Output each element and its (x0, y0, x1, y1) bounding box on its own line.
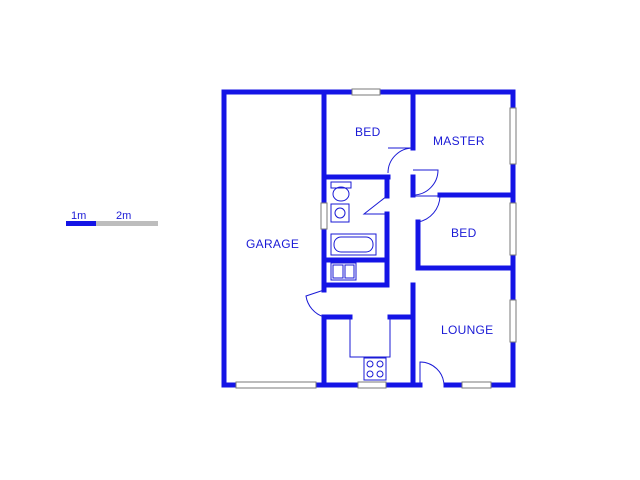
door-bed-right (413, 195, 441, 223)
bathtub-icon (330, 233, 377, 256)
room-label-lounge: LOUNGE (441, 323, 493, 337)
door-garage (305, 289, 325, 318)
window-lounge-bottom (461, 381, 492, 389)
laundry-sink-icon (330, 262, 357, 281)
door-master (412, 169, 439, 196)
garage-door (235, 381, 317, 389)
window-master (509, 107, 517, 165)
fixtures (330, 181, 387, 381)
scale-label-2m: 2m (116, 210, 131, 222)
kitchen-counter (349, 317, 391, 358)
scale-bar: 1m 2m (66, 210, 158, 226)
door-bed-top (387, 147, 414, 174)
door-front (419, 361, 445, 386)
room-label-master: MASTER (433, 134, 485, 148)
window-bed-right (509, 202, 517, 256)
window-bed-top (351, 88, 381, 96)
window-lounge (509, 299, 517, 343)
room-label-bed-top: BED (355, 125, 381, 139)
basin-icon (330, 203, 350, 223)
room-label-bed-right: BED (451, 226, 477, 240)
windows (235, 88, 517, 389)
scale-bar-segment-2m (96, 221, 158, 226)
window-bath (320, 202, 328, 230)
window-kitchen (357, 381, 387, 389)
door-swings (305, 147, 445, 386)
stove-icon (363, 357, 387, 381)
scale-label-1m: 1m (71, 210, 86, 222)
toilet-icon (330, 181, 352, 202)
room-label-garage: GARAGE (246, 237, 299, 251)
door-bath (362, 195, 388, 215)
scale-bar-segment-1m (66, 221, 96, 226)
